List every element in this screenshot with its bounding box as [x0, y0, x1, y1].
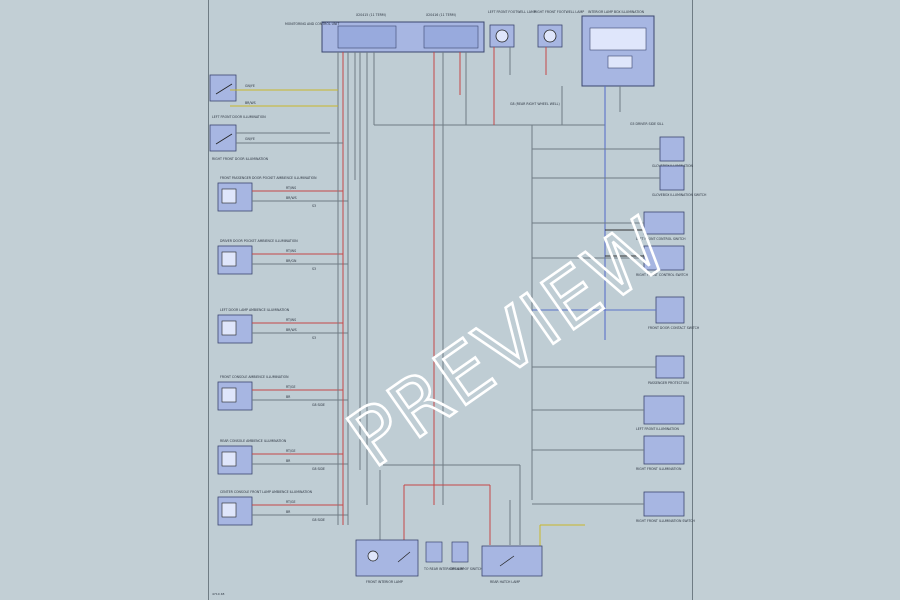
right-component-box-7 — [643, 435, 685, 465]
right-component-box-1 — [659, 165, 685, 191]
right-component-label-1: GLOVEBOX ILLUMINATION SWITCH — [652, 193, 707, 197]
left-lamp-wire1-label-1: RT/WS — [286, 249, 296, 253]
rear-interior-lamp-box — [425, 541, 443, 563]
right-component-label-3: RIGHT FRONT CONTROL SWITCH — [636, 273, 689, 277]
right-component-box-6 — [643, 395, 685, 425]
rear-hatch-switch-contact — [499, 555, 515, 567]
connector-a-box — [337, 25, 397, 49]
right-component-label-4: FRONT DOOR CONTACT SWITCH — [648, 326, 700, 330]
left-lamp-icon-5 — [221, 502, 237, 518]
right-switch-bus — [605, 229, 644, 257]
left-footwell-lamp-label: LEFT FRONT FOOTWELL LAMP — [488, 10, 536, 14]
left-switch-lower-contact — [215, 133, 233, 145]
left-lamp-icon-2 — [221, 320, 237, 336]
right-footwell-lamp-label: RIGHT FRONT FOOTWELL LAMP — [534, 10, 584, 14]
left-lamp-label-3: FRONT CONSOLE AMBIENCE ILLUMINATION — [220, 375, 289, 379]
ground-1-label: G8 (REAR RIGHT WHEEL WELL) — [510, 102, 560, 106]
left-lamp-icon-3 — [221, 387, 237, 403]
left-lamp-wire1-label-2: RT/WS — [286, 318, 296, 322]
left-lamp-note-2: S3 — [312, 336, 316, 340]
connector-a-label: X20415 (11 TERM) — [356, 13, 386, 17]
left-lamp-wire2-label-1: BR/GN — [286, 259, 297, 263]
left-lamp-wire1-label-3: RT/GE — [286, 385, 296, 389]
ground-2-label: G5 DRIVER SIDE SILL — [630, 122, 664, 126]
left-switch-group — [209, 74, 237, 152]
left-lamp-label-1: DRIVER DOOR POCKET AMBIENCE ILLUMINATION — [220, 239, 298, 243]
glovebox-led-array — [589, 27, 647, 51]
rear-hatch-lamp-box — [481, 545, 543, 577]
left-switch-lower-label: RIGHT FRONT DOOR ILLUMINATION — [212, 157, 269, 161]
right-component-label-5: PASSENGER PROTECTION — [648, 381, 689, 385]
left-lamp-note-4: G8 SIDE — [312, 467, 325, 471]
left-lamp-group: FRONT PASSENGER DOOR POCKET AMBIENCE ILL… — [212, 84, 348, 526]
front-interior-switch-contact — [397, 551, 411, 563]
control-unit-label: MONITORING AND CONTROL UNIT — [285, 22, 339, 26]
left-switch-upper-box — [209, 74, 237, 102]
glovebox-module-box — [581, 15, 655, 87]
right-component-box-3 — [643, 245, 685, 271]
connector-b-label: X20416 (11 TERM) — [426, 13, 456, 17]
left-lamp-note-1: S3 — [312, 267, 316, 271]
left-lamp-wire1-label-0: RT/WS — [286, 186, 296, 190]
right-component-label-6: LEFT FRONT ILLUMINATION — [636, 427, 679, 431]
left-lamp-wire1-label-4: RT/GE — [286, 449, 296, 453]
bottom-component-group: FRONT INTERIOR LAMP TO REAR INTERIOR LAM… — [355, 539, 543, 584]
left-lamp-wire2-label-2: BR/WS — [286, 328, 297, 332]
left-lamp-note-3: G8 SIDE — [312, 403, 325, 407]
right-footwell-lamp-icon — [543, 29, 557, 43]
right-component-label-8: RIGHT FRONT ILLUMINATION SWITCH — [636, 519, 695, 523]
rear-interior-lamp-label: TO REAR INTERIOR LAMP — [423, 567, 464, 571]
main-wiring-group — [230, 47, 621, 560]
left-lamp-icon-4 — [221, 451, 237, 467]
left-lamp-wire2-label-0: BR/WS — [286, 196, 297, 200]
left-lamp-note-0: S3 — [312, 204, 316, 208]
left-switch-lower-box — [209, 124, 237, 152]
left-lamp-icon-1 — [221, 251, 237, 267]
left-lamp-label-2: LEFT DOOR LAMP AMBIENCE ILLUMINATION — [220, 308, 290, 312]
right-component-label-7: RIGHT FRONT ILLUMINATION — [636, 467, 682, 471]
wiring-sheet — [208, 0, 693, 600]
glovebox-control-chip — [607, 55, 633, 69]
right-component-box-0 — [659, 136, 685, 162]
left-switch-upper-wire2: BR/WS — [245, 101, 256, 105]
connector-b-box — [423, 25, 479, 49]
left-lamp-note-5: G8 SIDE — [312, 518, 325, 522]
left-switch-upper-label: LEFT FRONT DOOR ILLUMINATION — [212, 115, 266, 119]
right-component-box-4 — [655, 296, 685, 324]
left-lamp-icon-0 — [221, 188, 237, 204]
left-lamp-label-0: FRONT PASSENGER DOOR POCKET AMBIENCE ILL… — [220, 176, 317, 180]
right-component-box-5 — [655, 355, 685, 379]
right-component-box-8 — [643, 491, 685, 517]
left-switch-upper-contact — [215, 83, 233, 95]
left-footwell-lamp-icon — [495, 29, 509, 43]
glovebox-label: INTERIOR LAMP BOX ILLUMINATION — [588, 10, 645, 14]
right-component-label-2: LEFT FRONT CONTROL SWITCH — [636, 237, 686, 241]
left-lamp-label-5: CENTER CONSOLE FRONT LAMP AMBIENCE ILLUM… — [220, 490, 313, 494]
front-interior-lamp-icon — [367, 550, 379, 562]
sheet-footer-code: 4710 48 — [212, 592, 225, 596]
open-roof-switch-label: OPEN ROOF SWITCH — [450, 567, 483, 571]
right-component-group: GLOVEBOX ILLUMINATIONGLOVEBOX ILLUMINATI… — [532, 136, 707, 523]
rear-hatch-lamp-label: REAR HATCH LAMP — [490, 580, 520, 584]
right-component-box-2 — [643, 211, 685, 235]
left-lamp-label-4: REAR CONSOLE AMBIENCE ILLUMINATION — [220, 439, 287, 443]
left-lamp-wire2-label-5: BR — [286, 510, 291, 514]
left-lamp-wire2-label-4: BR — [286, 459, 291, 463]
open-roof-switch-box — [451, 541, 469, 563]
front-interior-lamp-box — [355, 539, 419, 577]
front-interior-lamp-label: FRONT INTERIOR LAMP — [366, 580, 403, 584]
left-switch-lower-wire: GN/YE — [245, 137, 255, 141]
top-module-group: MONITORING AND CONTROL UNIT X20415 (11 T… — [285, 10, 664, 126]
left-lamp-wire2-label-3: BR — [286, 395, 291, 399]
left-lamp-wire1-label-5: RT/GE — [286, 500, 296, 504]
left-switch-upper-wire: GN/YE — [245, 84, 255, 88]
